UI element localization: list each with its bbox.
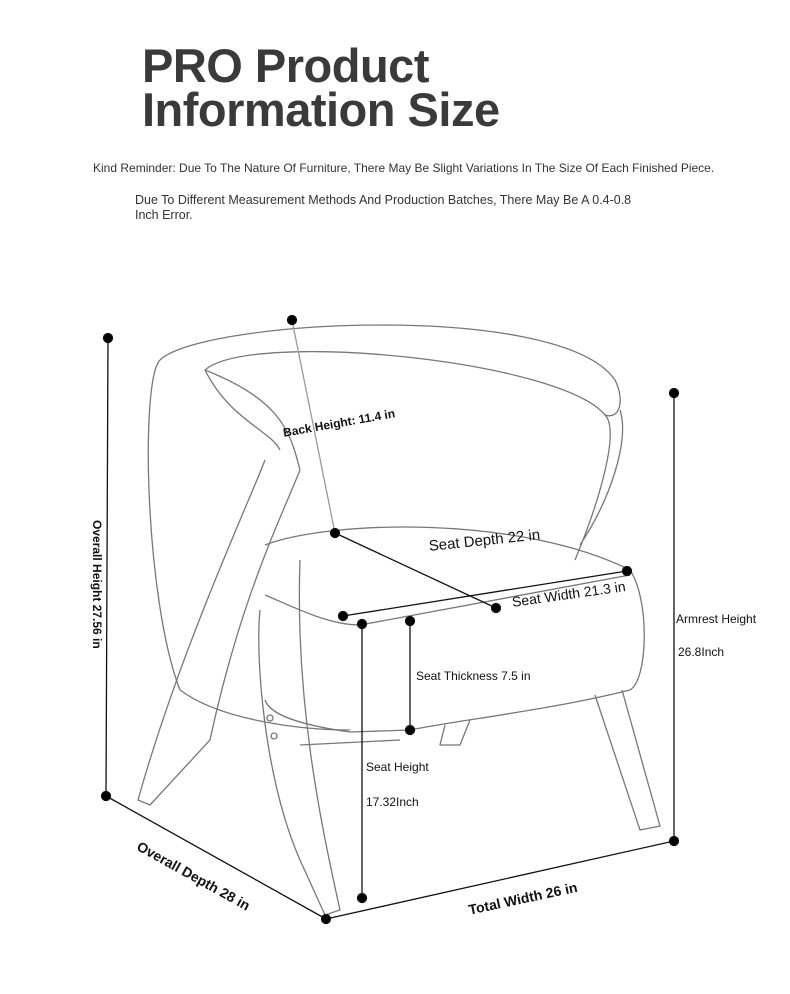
- title-line-2: Information Size: [142, 83, 500, 136]
- armrest-height-value: 26.8Inch: [678, 645, 725, 659]
- seat-height-label: Seat Height: [366, 760, 429, 774]
- chair-outline: [137, 324, 661, 916]
- error-note: Due To Different Measurement Methods And…: [135, 193, 632, 222]
- overall-height-label: Overall Height 27.56 in: [90, 520, 104, 649]
- title-line-1: PRO Product: [142, 39, 429, 92]
- kind-reminder: Kind Reminder: Due To The Nature Of Furn…: [93, 161, 715, 175]
- seat-thickness-label: Seat Thickness 7.5 in: [416, 669, 531, 683]
- dimension-lines: [100, 314, 680, 925]
- page-title: PRO Product Information Size: [142, 39, 500, 136]
- armrest-height-label: Armrest Height: [676, 612, 757, 626]
- seat-height-value: 17.32Inch: [366, 795, 419, 809]
